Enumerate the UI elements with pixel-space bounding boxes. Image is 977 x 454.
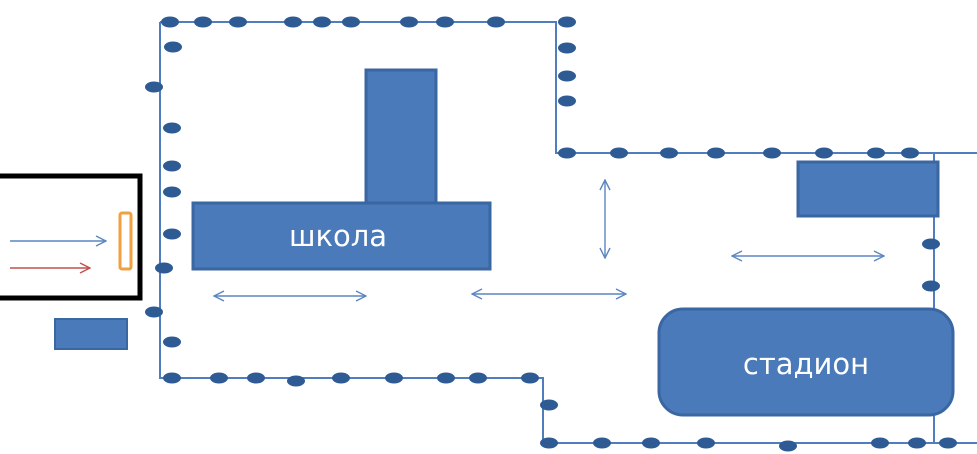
fence-post-dot <box>922 238 940 250</box>
stadium: стадион <box>657 307 955 417</box>
fence-post-dot <box>400 16 418 28</box>
fence-post-dot <box>161 16 179 28</box>
stadium-label: стадион <box>743 347 869 381</box>
fence-post-dot <box>284 16 302 28</box>
movement-arrows <box>214 180 884 296</box>
fence-post-dot <box>145 81 163 93</box>
fence-posts <box>145 16 957 452</box>
fence-post-dot <box>660 147 678 159</box>
entrance-building <box>0 173 143 301</box>
fence-post-dot <box>287 375 305 387</box>
fence-post-dot <box>437 372 455 384</box>
fence-post-dot <box>867 147 885 159</box>
fence-post-dot <box>815 147 833 159</box>
fence-post-dot <box>436 16 454 28</box>
fence-post-dot <box>163 372 181 384</box>
fence-post-dot <box>558 70 576 82</box>
fence-post-dot <box>163 160 181 172</box>
fence-post-dot <box>540 399 558 411</box>
fence-post-dot <box>342 16 360 28</box>
school-label: школа <box>289 219 387 253</box>
fence-post-dot <box>332 372 350 384</box>
fence-post-dot <box>164 41 182 53</box>
fence-post-dot <box>145 306 163 318</box>
fence-post-dot <box>540 437 558 449</box>
fence-post-dot <box>163 336 181 348</box>
fence-post-dot <box>385 372 403 384</box>
fence-post-dot <box>163 122 181 134</box>
entrance-gate <box>118 211 133 271</box>
fence-line-top <box>160 21 977 154</box>
fence-post-dot <box>558 147 576 159</box>
fence-post-dot <box>313 16 331 28</box>
fence-post-dot <box>558 16 576 28</box>
fence-post-dot <box>558 42 576 54</box>
fence-post-dot <box>210 372 228 384</box>
top-right-building <box>796 160 940 218</box>
entrance-frame <box>0 173 143 301</box>
fence-post-dot <box>707 147 725 159</box>
fence-post-dot <box>939 437 957 449</box>
fence-post-dot <box>155 262 173 274</box>
fence-post-dot <box>642 437 660 449</box>
fence-post-dot <box>763 147 781 159</box>
stadium-shape <box>657 307 955 417</box>
fence-line-main <box>159 22 977 444</box>
outside-small-block <box>54 318 128 350</box>
fence-post-dot <box>871 437 889 449</box>
school-building: школа <box>191 68 492 271</box>
fence-post-dot <box>469 372 487 384</box>
fence-post-dot <box>521 372 539 384</box>
fence-post-dot <box>908 437 926 449</box>
fence-post-dot <box>194 16 212 28</box>
school-main-block <box>191 201 492 271</box>
fence-post-dot <box>779 440 797 452</box>
fence-post-dot <box>922 280 940 292</box>
fence-post-dot <box>229 16 247 28</box>
fence-post-dot <box>610 147 628 159</box>
fence-post-dot <box>487 16 505 28</box>
school-wing <box>364 68 438 212</box>
fence-post-dot <box>247 372 265 384</box>
fence-post-dot <box>901 147 919 159</box>
fence-post-dot <box>593 437 611 449</box>
fence-post-dot <box>697 437 715 449</box>
fence-post-dot <box>558 95 576 107</box>
fence-post-dot <box>163 228 181 240</box>
fence-post-dot <box>163 186 181 198</box>
